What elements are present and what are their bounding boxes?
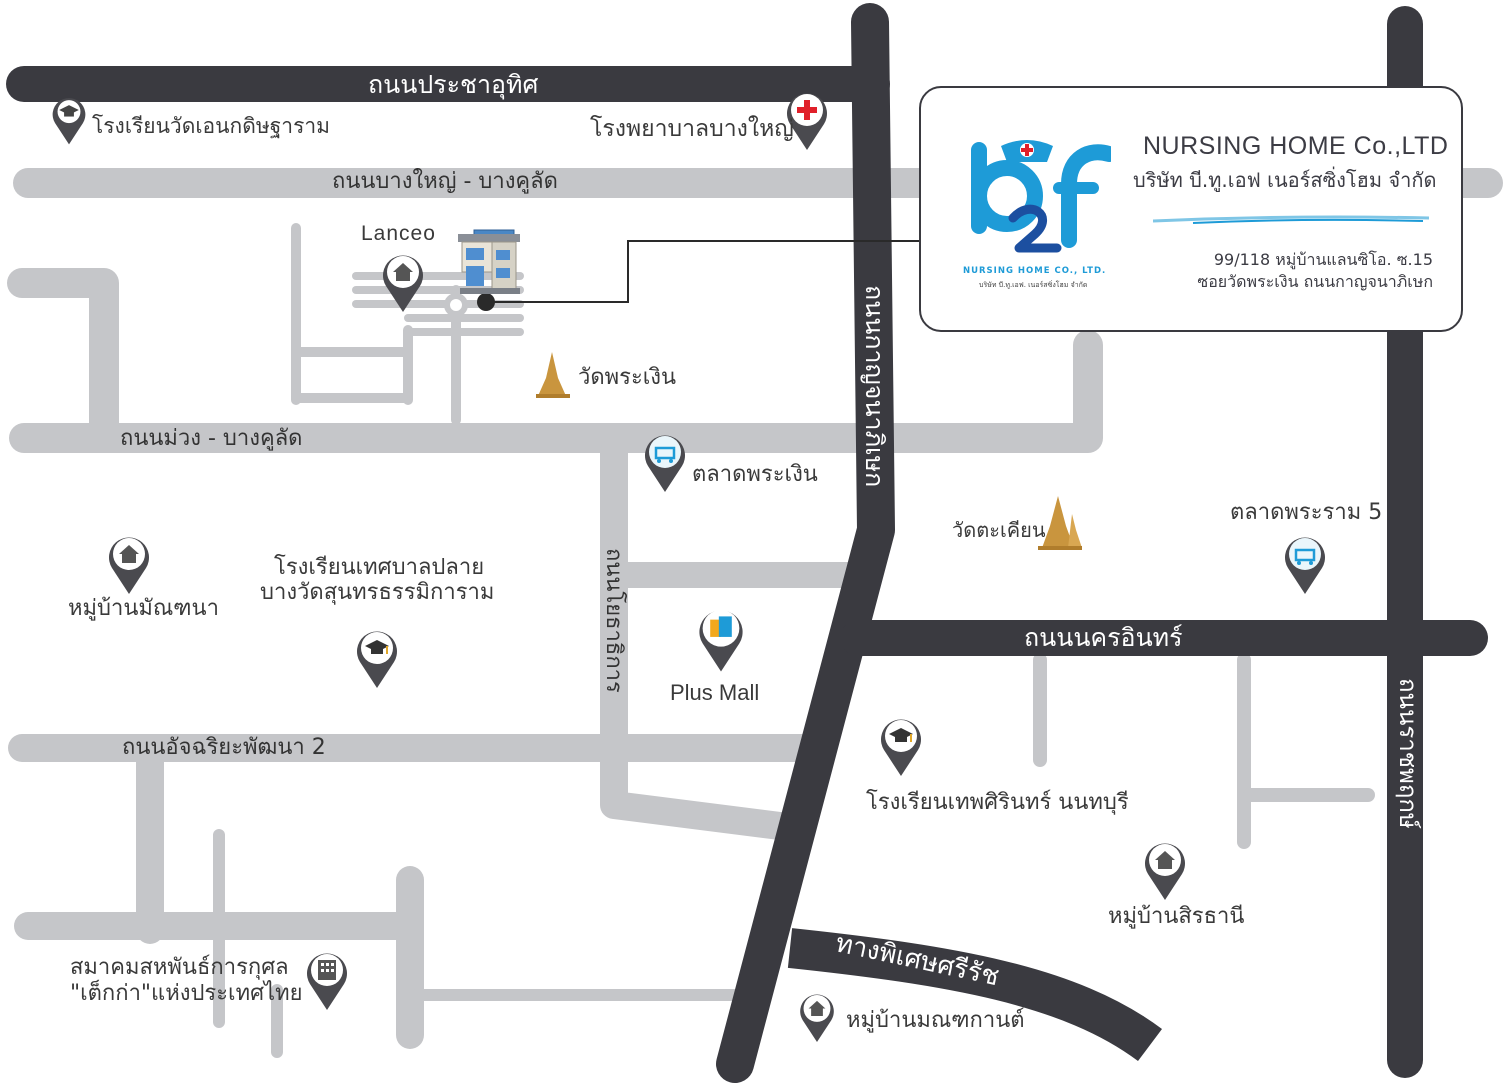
school-icon	[889, 728, 913, 742]
hospital-icon	[797, 100, 817, 120]
place-label-lanceo: Lanceo	[361, 222, 436, 245]
connector-line	[486, 240, 920, 303]
home-icon	[119, 545, 139, 563]
location-dot	[477, 293, 495, 311]
temple-icon	[536, 352, 570, 398]
place-label: โรงเรียนเทพศิรินทร์ นนทบุรี	[866, 790, 1129, 815]
place-label: ตลาดพระเงิน	[692, 462, 818, 487]
place-label: โรงเรียนวัดเอนกดิษฐาราม	[92, 114, 330, 138]
place-label: Plus Mall	[670, 680, 760, 705]
road-yothathikan	[600, 438, 794, 840]
road-label-muang-bangkulat: ถนนม่วง - บางคูลัด	[120, 426, 303, 451]
b2f-logo	[971, 140, 1111, 253]
building-pin[interactable]	[302, 946, 352, 1012]
school-pin[interactable]	[46, 92, 92, 146]
market-pin[interactable]	[640, 428, 690, 494]
lanceo-roundabout	[444, 293, 468, 317]
building-icon	[318, 960, 336, 980]
place-label: วัดพระเงิน	[578, 365, 677, 390]
cart-icon	[654, 446, 676, 463]
shopping-bag-icon	[710, 616, 732, 637]
road-label-nakharin: ถนนนครอินทร์	[1024, 623, 1183, 652]
place-label: "เต็กก่า"แห่งประเทศไทย	[70, 981, 303, 1006]
place-label: โรงเรียนเทศบาลปลาย	[274, 555, 485, 580]
logo-subtitle-en: NURSING HOME CO., LTD.	[963, 266, 1107, 276]
company-name-en: NURSING HOME Co.,LTD	[1143, 132, 1449, 160]
mall-pin[interactable]	[694, 602, 748, 674]
place-label: โรงพยาบาลบางใหญ่	[590, 116, 794, 142]
home-icon	[393, 263, 413, 281]
village-pin[interactable]	[104, 530, 154, 596]
road-label-yothathikan: ถนนโยธาธิการ	[601, 548, 626, 693]
road-left-loop	[7, 268, 119, 447]
village-pin[interactable]	[796, 988, 838, 1044]
place-label: สมาคมสหพันธ์การกุศล	[70, 955, 289, 980]
road-kanchanaphisek	[716, 3, 895, 1083]
home-icon	[1155, 851, 1175, 869]
company-address-line1: 99/118 หมู่บ้านแลนซิโอ. ซ.15	[1213, 250, 1433, 269]
company-info-card: NURSING HOME CO., LTD. บริษัท บี.ทู.เอฟ.…	[919, 86, 1463, 332]
market-pin-rama5[interactable]	[1280, 530, 1330, 596]
house-illustration	[458, 229, 520, 294]
place-label: ตลาดพระราม 5	[1230, 500, 1383, 525]
village-pin[interactable]	[1140, 836, 1190, 902]
road-sri-rat	[787, 928, 1162, 1062]
school-pin[interactable]	[876, 712, 926, 778]
hospital-pin[interactable]	[782, 86, 832, 152]
brush-stroke-divider	[1153, 215, 1429, 224]
logo-subtitle-th: บริษัท บี.ทู.เอฟ. เนอร์สซิ่งโฮม จำกัด	[979, 281, 1088, 289]
temple-icon	[1038, 496, 1082, 550]
school-pin[interactable]	[352, 624, 402, 690]
road-label-atcharia: ถนนอัจฉริยะพัฒนา 2	[122, 735, 326, 760]
school-icon	[365, 640, 389, 654]
road-label-rama5: ถนนราชพฤกษ์	[1394, 678, 1422, 829]
company-address-line2: ซอยวัดพระเงิน ถนนกาญจนาภิเษก	[1197, 272, 1433, 291]
road-muang-bangkulat	[9, 330, 1103, 453]
home-icon	[808, 1000, 826, 1016]
cart-icon	[1294, 548, 1316, 565]
lanceo-pin[interactable]	[378, 248, 428, 314]
place-label: บางวัดสุนทรธรรมิการาม	[260, 580, 495, 605]
road-label-bangyai-bangkulat: ถนนบางใหญ่ - บางคูลัด	[332, 169, 558, 194]
place-label: วัดตะเคียน	[952, 518, 1046, 542]
place-label: หมู่บ้านมณฑกานต์	[846, 1008, 1025, 1033]
company-name-th: บริษัท บี.ทู.เอฟ เนอร์สซิ่งโฮม จำกัด	[1133, 168, 1437, 192]
road-label-kanchanaphisek: ถนนกาญจนาภิเษก	[860, 285, 889, 488]
road-label-prachautit: ถนนประชาอุทิศ	[368, 70, 539, 99]
place-label: หมู่บ้านสิรธานี	[1108, 904, 1245, 929]
place-label: หมู่บ้านมัณฑนา	[68, 596, 219, 621]
